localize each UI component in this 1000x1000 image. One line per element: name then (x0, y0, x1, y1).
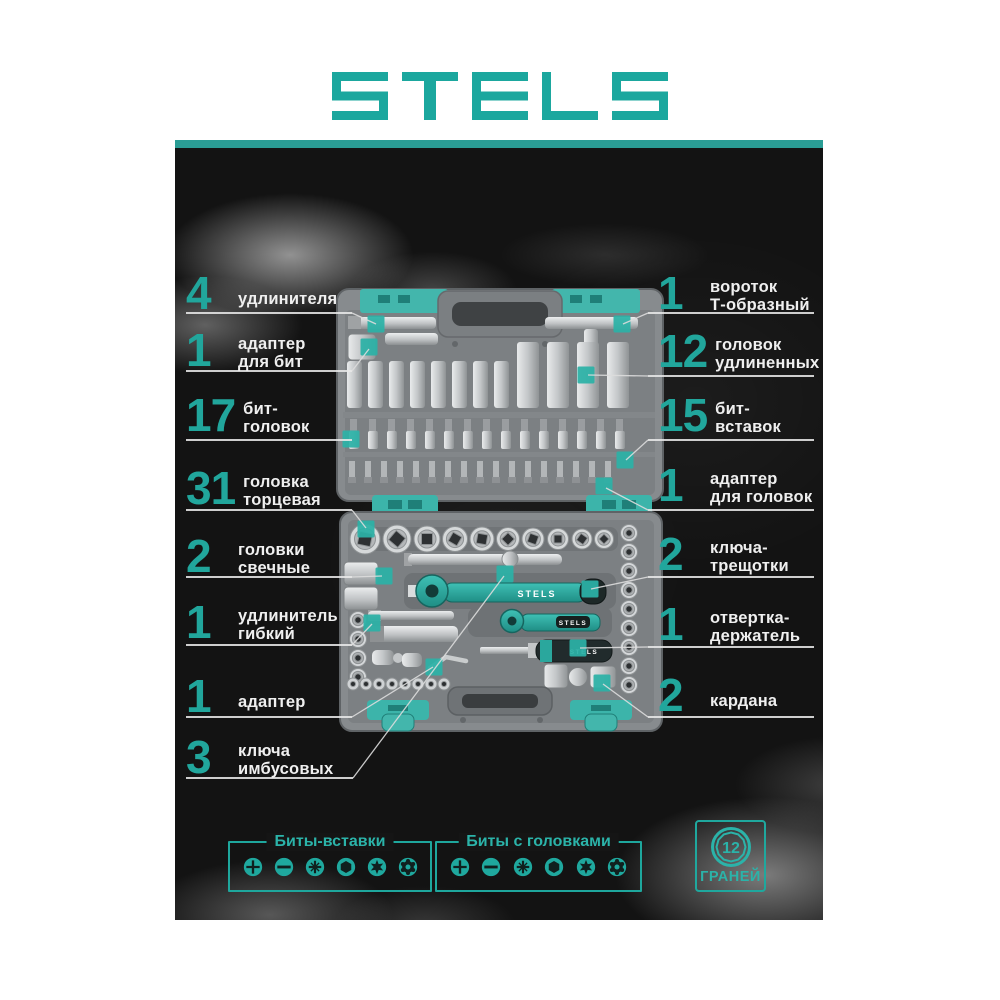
callout-count: 1 (658, 267, 684, 319)
marker-t-handle (613, 315, 631, 333)
bit-inserts-title: Биты-вставки (266, 833, 394, 851)
callout-count: 1 (186, 324, 212, 376)
marker-sockets (357, 520, 375, 538)
marker-ratchets (581, 580, 599, 598)
callout-count: 12 (658, 325, 708, 377)
callout-count: 1 (658, 459, 684, 511)
marker-bit-adapter (360, 338, 378, 356)
svg-text:STELS: STELS (517, 589, 556, 599)
leader-lines (351, 312, 649, 779)
stels-logo (332, 72, 668, 120)
torx-icon (576, 857, 595, 876)
callout-label: ключа-трещотки (710, 539, 789, 575)
pozidriv-icon (305, 857, 324, 876)
marker-bit-inserts (616, 451, 634, 469)
callout-2-cardan-joints: 2 кардана (658, 669, 778, 721)
tamper-torx-icon (398, 857, 417, 876)
callout-1-adapter: 1 адаптер (186, 670, 306, 722)
marker-screwdriver (569, 639, 587, 657)
callout-label: удлинителя (238, 290, 338, 308)
callout-count: 31 (186, 462, 236, 514)
faces-badge-circle: 12 (710, 827, 751, 867)
callout-label: бит-вставок (715, 400, 782, 436)
marker-socket-adapter (595, 477, 613, 495)
marker-flex-extension (363, 614, 381, 632)
faces-count: 12 (722, 840, 740, 857)
callout-count: 2 (658, 669, 684, 721)
pozidriv-icon (513, 857, 532, 876)
tamper-torx-icon (608, 857, 627, 876)
faces-label: ГРАНЕЙ (700, 869, 761, 885)
slotted-icon (274, 857, 293, 876)
svg-text:STELS: STELS (559, 620, 587, 627)
callout-15-bit-inserts: 15 бит-вставок (658, 389, 782, 441)
toolbox-illustration: STELS STELS STELS (186, 288, 814, 779)
callout-count: 3 (186, 731, 212, 783)
bits-with-sockets-box: Биты с головками (435, 833, 642, 892)
hex-icon (336, 857, 355, 876)
callout-count: 15 (658, 389, 708, 441)
marker-deep-sockets (577, 366, 595, 384)
faces-badge: 12 ГРАНЕЙ (695, 820, 766, 892)
marker-bit-sockets (342, 430, 360, 448)
hex-icon (545, 857, 564, 876)
marker-spark-plug (375, 567, 393, 585)
callout-count: 1 (186, 596, 212, 648)
marker-cardan (593, 674, 611, 692)
callout-4-extensions: 4 удлинителя (186, 267, 338, 319)
callout-label: адаптер (238, 693, 306, 711)
teal-top-bar (175, 140, 823, 148)
case-base: STELS STELS STELS (339, 511, 663, 732)
slotted-icon (482, 857, 501, 876)
marker-adapter (425, 658, 443, 676)
callout-count: 4 (186, 267, 212, 319)
case-lid (336, 288, 664, 502)
callout-count: 17 (186, 389, 236, 441)
marker-hex-keys (496, 565, 514, 583)
callout-count: 1 (186, 670, 212, 722)
callout-label: отвертка-держатель (710, 609, 801, 645)
callout-2-ratchets: 2 ключа-трещотки (658, 528, 789, 580)
callout-count: 2 (658, 528, 684, 580)
phillips-icon (243, 857, 262, 876)
case-markers (342, 315, 634, 692)
callout-underlines (186, 312, 814, 779)
bits-with-sockets-title: Биты с головками (458, 833, 619, 851)
callout-label: кардана (710, 692, 778, 710)
callout-label: бит-головок (243, 400, 310, 436)
phillips-icon (450, 857, 469, 876)
callout-count: 2 (186, 530, 212, 582)
callout-17-bit-sockets: 17 бит-головок (186, 389, 310, 441)
callout-1-screwdriver-holder: 1 отвертка-держатель (658, 598, 801, 650)
callout-count: 1 (658, 598, 684, 650)
bit-inserts-box: Биты-вставки (228, 833, 432, 892)
torx-icon (367, 857, 386, 876)
